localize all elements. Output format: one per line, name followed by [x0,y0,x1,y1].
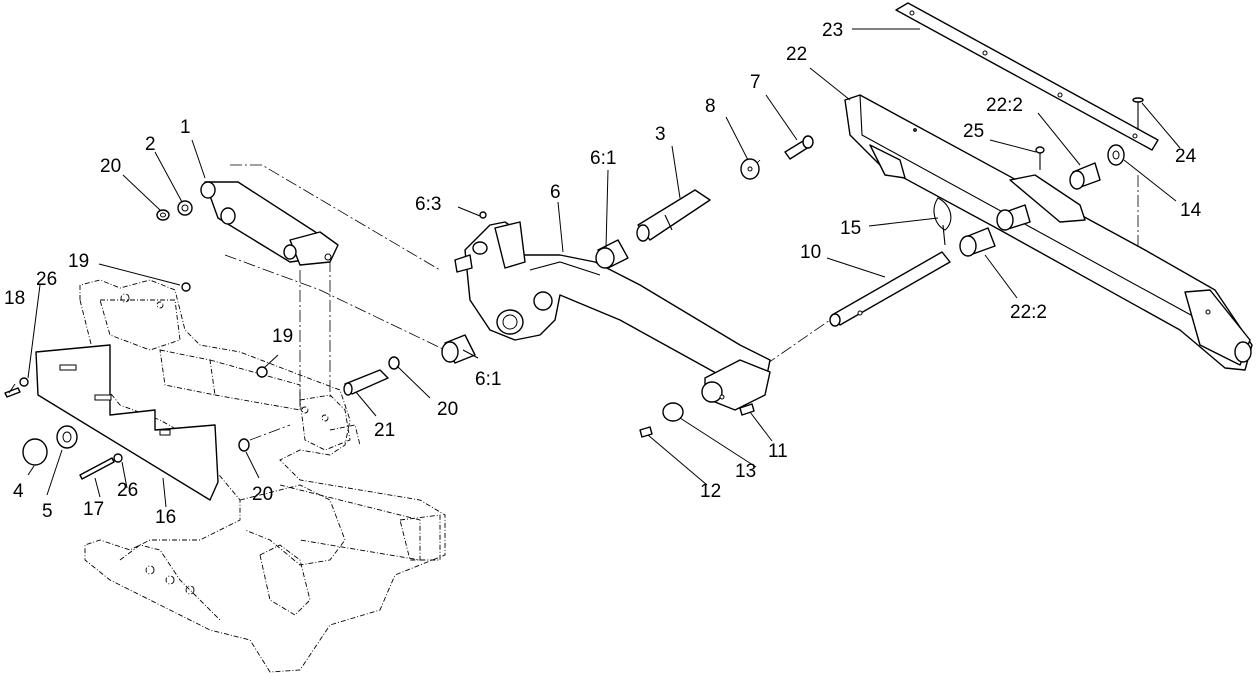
frame-phantom [79,279,446,673]
callout-17: 17 [83,499,104,520]
callout-6-1-lower: 6:1 [475,369,501,390]
callout-11: 11 [768,441,788,462]
pin-10 [829,251,951,327]
callout-10: 10 [800,242,821,263]
left-hardware [4,200,400,480]
screws [1035,97,1144,170]
leader-lines [8,28,1181,508]
callout-20-lower: 20 [252,484,273,505]
washer-and-bolt [740,135,814,180]
pivot-pin-left [343,369,389,396]
callout-15: 15 [840,218,861,239]
callout-labels: 1 2 20 3 4 5 6 6:1 6:1 6:3 7 8 10 11 12 … [4,20,1202,528]
callout-3: 3 [655,124,666,145]
hitch-pin-clip [933,197,952,246]
callout-13: 13 [735,461,756,482]
arm-bushings [959,144,1125,257]
callout-22-2-upper: 22:2 [986,95,1023,116]
callout-1: 1 [180,117,191,138]
callout-6-1-upper: 6:1 [590,148,616,169]
callout-14: 14 [1180,200,1202,221]
callout-5: 5 [42,501,53,522]
cylinder [200,181,339,266]
pin-3 [636,189,711,242]
callout-12: 12 [700,481,721,502]
callout-24: 24 [1175,146,1197,167]
callout-26-upper: 26 [36,269,57,290]
callout-8: 8 [705,96,716,117]
callout-23: 23 [822,20,843,41]
wear-strip [895,2,1159,151]
callout-16: 16 [155,507,176,528]
lower-hardware [639,402,755,438]
callout-22-2-lower: 22:2 [1010,302,1047,323]
callout-25: 25 [963,121,984,142]
callout-19-lower: 19 [272,326,293,347]
callout-19-upper: 19 [68,251,89,272]
callout-20: 20 [100,156,121,177]
push-arm [844,94,1253,371]
callout-6: 6 [550,182,561,203]
callout-22: 22 [786,44,807,65]
callout-7: 7 [750,72,761,93]
callout-6-3: 6:3 [415,194,441,215]
lift-arm [454,211,771,411]
callout-18: 18 [4,288,25,309]
callout-26-lower: 26 [117,480,138,501]
callout-20-right: 20 [437,399,458,420]
callout-2: 2 [145,134,156,155]
bushings [441,239,629,364]
callout-4: 4 [13,481,24,502]
mounting-plate [35,344,219,501]
callout-21: 21 [374,420,395,441]
